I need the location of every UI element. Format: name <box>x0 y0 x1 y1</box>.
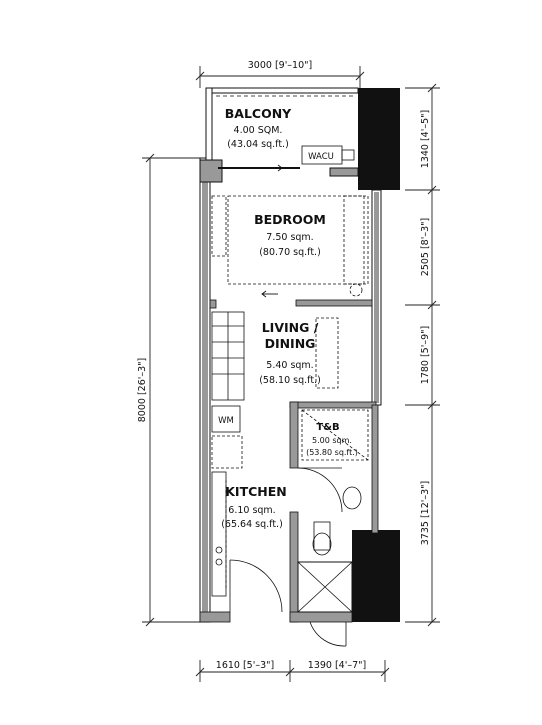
bedroom-area-sqm: 7.50 sqm. <box>266 232 313 243</box>
wacu-label: WACU <box>308 152 334 162</box>
living-name-line1: LIVING / <box>262 320 319 335</box>
wm-label: WM <box>218 416 234 426</box>
sofa <box>315 317 339 389</box>
living-area-sqft: (58.10 sq.ft.) <box>259 375 321 386</box>
dim-bottom-right: 1390 [4'–7"] <box>308 660 366 671</box>
dim-left-total: 8000 [26'–3"] <box>137 358 148 422</box>
dimension-lines <box>142 66 440 682</box>
balcony-details <box>216 95 356 169</box>
tb-area-sqft: (53.80 sq.ft.) <box>306 448 358 457</box>
tb-area-sqm: 5.00 sqm. <box>312 436 352 445</box>
dim-right-balcony: 1340 [4'–5"] <box>420 110 431 168</box>
entry-door-swing <box>229 559 283 613</box>
living-name-line2: DINING <box>265 336 316 351</box>
washer-area <box>211 405 243 469</box>
balcony-area-sqm: 4.00 SQM. <box>234 125 283 136</box>
kitchen-name: KITCHEN <box>225 484 287 499</box>
structural-column-top <box>358 88 400 190</box>
dim-right-bedroom: 2505 [8'–3"] <box>420 218 431 276</box>
living-area-sqm: 5.40 sqm. <box>266 360 313 371</box>
walls <box>199 87 382 623</box>
dim-bottom-left: 1610 [5'–3"] <box>216 660 274 671</box>
bathroom-fixtures <box>297 409 369 556</box>
balcony-area-sqft: (43.04 sq.ft.) <box>227 139 289 150</box>
kitchen-area-sqft: (65.64 sq.ft.) <box>221 519 283 530</box>
balcony-name: BALCONY <box>225 106 292 121</box>
bedroom-area-sqft: (80.70 sq.ft.) <box>259 247 321 258</box>
dim-right-kitchen: 3735 [12'–3"] <box>420 481 431 545</box>
shelving <box>211 311 245 401</box>
sliding-door-arrows <box>261 164 283 298</box>
tb-name: T&B <box>316 422 339 433</box>
structural-column-bottom <box>352 530 400 622</box>
dim-right-living: 1780 [5'–9"] <box>420 326 431 384</box>
kitchen-counter <box>211 471 227 597</box>
bedroom-name: BEDROOM <box>254 212 326 227</box>
service-door-swing <box>309 621 347 647</box>
kitchen-area-sqm: 6.10 sqm. <box>228 505 275 516</box>
dim-top-width: 3000 [9'–10"] <box>248 60 312 71</box>
bed <box>211 195 369 297</box>
